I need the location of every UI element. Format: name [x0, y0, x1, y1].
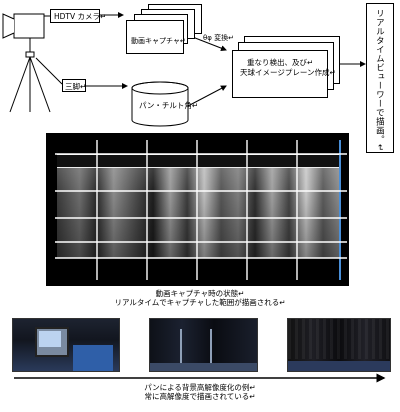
- equipment-shape: [73, 345, 113, 371]
- curtain-shape: [288, 319, 390, 359]
- capture-caption: 動画キャプチャ時の状態↵ リアルタイムでキャプチャした範囲が描画される↵: [60, 289, 340, 307]
- pan-caption-line2: 常に高解像度で描画されている↵: [144, 392, 256, 401]
- stitch-plane-front: 重なり検出、及び↵ 天球イメージプレーン作成↵: [232, 50, 336, 98]
- pan-example-thumb-1: [12, 318, 120, 372]
- pan-example-thumb-3: [287, 318, 391, 372]
- floor-shape-2: [288, 361, 390, 371]
- pan-example-thumb-2: [149, 318, 258, 372]
- capture-grid: [55, 140, 347, 280]
- capture-caption-line2: リアルタイムでキャプチャした範囲が描画される↵: [114, 298, 286, 307]
- floor-shape: [150, 363, 257, 371]
- viewer-box: リアルタイムビューワーで描画。↵: [366, 3, 394, 153]
- panorama-blue-edge: [339, 140, 341, 280]
- pan-tilt-label: パン・チルト角↵: [139, 101, 199, 110]
- stitch-label-line1: 重なり検出、及び↵: [247, 58, 314, 67]
- capture-state-panel: [46, 133, 349, 286]
- capture-caption-line1: 動画キャプチャ時の状態↵: [155, 289, 245, 298]
- camera-label-box: HDTV カメラ↵: [50, 9, 106, 23]
- viewer-label: リアルタイムビューワーで描画。↵: [374, 9, 385, 152]
- stand-shape: [180, 329, 212, 369]
- camera-label: HDTV カメラ↵: [54, 12, 107, 21]
- monitor-screen: [39, 331, 61, 347]
- tripod-label-box: 三脚↵: [62, 79, 86, 92]
- capture-frame-front: 動画キャプチャ↵: [126, 20, 186, 54]
- pan-caption-line1: パンによる背景高解像度化の例↵: [144, 383, 256, 392]
- stitch-label-line2: 天球イメージプレーン作成↵: [240, 68, 336, 77]
- tripod-label: 三脚↵: [65, 82, 87, 91]
- transform-label: θφ 変換↵: [203, 34, 234, 42]
- pan-example-caption: パンによる背景高解像度化の例↵ 常に高解像度で描画されている↵: [100, 383, 300, 401]
- capture-label: 動画キャプチャ↵: [131, 37, 186, 45]
